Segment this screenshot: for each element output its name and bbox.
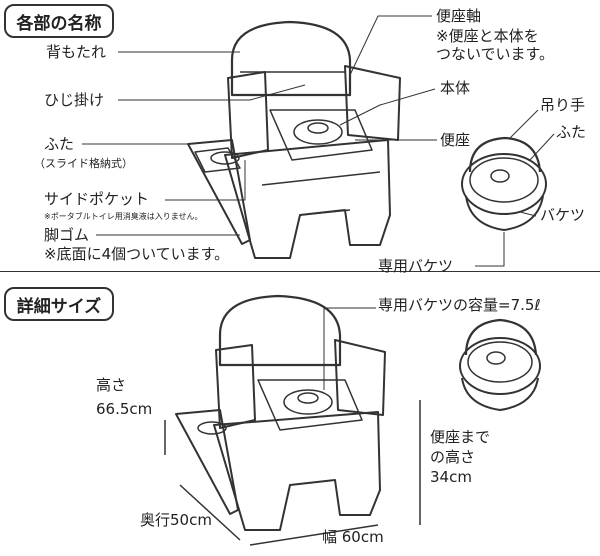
label-side-pocket-note: ※ポータブルトイレ用消臭液は入りません。 [44, 212, 203, 221]
label-lid: ふた [44, 135, 75, 153]
label-dedicated-bucket: 専用バケツ [378, 257, 454, 275]
label-handle: 吊り手 [540, 96, 586, 114]
label-height: 高さ [96, 376, 127, 394]
label-bucket: バケツ [540, 206, 586, 224]
leader-lines [82, 15, 555, 390]
label-seat: 便座 [440, 131, 471, 149]
label-seat-height-2: の高さ [430, 448, 476, 466]
bucket-illustration-parts [461, 136, 547, 231]
section-divider [0, 271, 600, 272]
label-armrest: ひじ掛け [44, 91, 105, 109]
label-seat-axis-note-1: ※便座と本体を [436, 27, 539, 45]
label-side-pocket: サイドポケット [44, 190, 150, 208]
section-title-size: 詳細サイズ [4, 287, 114, 321]
label-seat-height-1: 便座まで [430, 428, 491, 446]
label-seat-height-value: 34cm [430, 468, 472, 486]
label-backrest: 背もたれ [46, 43, 107, 61]
label-seat-axis: 便座軸 [436, 7, 482, 25]
bucket-illustration-size [459, 318, 541, 411]
label-bucket-lid: ふた [556, 123, 587, 141]
label-rubber-feet: 脚ゴム [44, 226, 90, 244]
label-rubber-feet-note: ※底面に4個ついています。 [44, 245, 230, 263]
label-body: 本体 [440, 79, 471, 97]
label-lid-note: （スライド格納式） [34, 157, 133, 170]
label-height-value: 66.5cm [96, 400, 153, 418]
label-seat-axis-note-2: つないでいます。 [436, 45, 555, 63]
label-width: 幅 60cm [322, 528, 384, 546]
chair-illustration-parts [187, 20, 401, 259]
label-bucket-capacity: 専用バケツの容量=7.5ℓ [378, 296, 541, 314]
section-title-parts: 各部の名称 [4, 4, 114, 38]
label-depth: 奥行50cm [140, 511, 212, 529]
chair-illustration-size [164, 294, 421, 546]
